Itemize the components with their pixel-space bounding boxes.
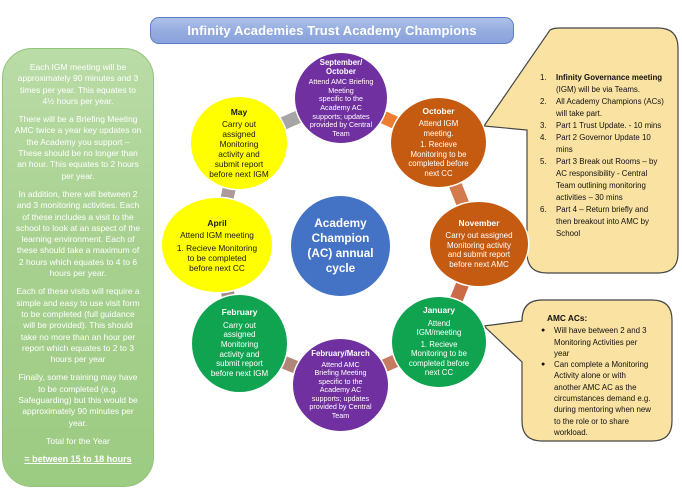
bullet-text: Will have between 2 and 3 Monitoring Act… [554, 326, 647, 358]
node-month: September/ October [319, 57, 363, 76]
node-month: May [230, 107, 248, 117]
cycle-node-september-october: September/ October Attend AMC Briefing M… [295, 53, 387, 143]
list-text: Part 1 Trust Update. - 10 mins [556, 121, 662, 130]
callout-list-item: 2. All Academy Champions (ACs) will take… [540, 96, 664, 120]
node-body: 1. Recieve Monitoring to be completed be… [408, 140, 469, 178]
panel-total-label: Total for the Year [46, 435, 110, 446]
list-number: 6. [540, 205, 547, 214]
node-body: Attend IGM/meeting [416, 318, 462, 338]
node-month: February/March [311, 349, 370, 359]
bullet-icon: ● [541, 361, 546, 369]
panel-paragraph: In addition, there will between 2 and 3 … [15, 188, 141, 279]
list-number: 2. [540, 97, 547, 106]
callout-heading: AMC ACs: [547, 313, 588, 323]
callout-bullet-item: ● Will have between 2 and 3 Monitoring A… [536, 325, 660, 359]
panel-total-value: = between 15 to 18 hours [24, 454, 132, 465]
node-month: April [207, 217, 227, 228]
panel-paragraph: Each IGM meeting will be approximately 9… [17, 62, 139, 106]
list-number: 3. [540, 121, 547, 130]
panel-paragraph: Finally, some training may have to be co… [18, 372, 138, 428]
title-text: Infinity Academies Trust Academy Champio… [187, 23, 477, 38]
cycle-node-october: October Attend IGM meeting. 1. Recieve M… [391, 98, 486, 187]
callout-bullet-item: ● Can complete a Monitoring Activity alo… [536, 359, 660, 438]
cycle-center-node: Academy Champion (AC) annual cycle [291, 196, 390, 296]
panel-paragraph: Each of these visits will require a simp… [16, 286, 140, 365]
callout-amc-acs: AMC ACs: ● Will have between 2 and 3 Mon… [536, 313, 660, 438]
panel-paragraph: There will be a Briefing Meeting AMC twi… [14, 114, 142, 181]
bullet-text: Can complete a Monitoring Activity alone… [554, 360, 651, 437]
bullet-icon: ● [541, 327, 546, 335]
callout-list-item: 4. Part 2 Governor Update 10 mins [540, 132, 664, 156]
title-banner: Infinity Academies Trust Academy Champio… [150, 17, 514, 44]
node-body: Carry out assigned Monitoring activity a… [445, 230, 513, 269]
cycle-node-may: May Carry out assigned Monitoring activi… [191, 97, 287, 189]
node-body: Carry out assigned Monitoring activity a… [209, 119, 269, 179]
node-month: February [221, 307, 258, 318]
cycle-center-label: Academy Champion (AC) annual cycle [307, 216, 374, 275]
list-text: Part 2 Governor Update 10 mins [556, 133, 651, 154]
left-info-panel: Each IGM meeting will be approximately 9… [2, 48, 154, 487]
node-body: Attend AMC Briefing Meeting specific to … [308, 77, 374, 138]
node-body: Attend IGM meeting [180, 230, 254, 240]
callout-amc-bubble [482, 299, 673, 442]
node-body: 1. Recieve Monitoring to be completed be… [176, 242, 258, 273]
callout-igm-bubble [482, 27, 679, 274]
node-body: Attend IGM meeting. [418, 119, 459, 138]
list-number: 4. [540, 133, 547, 142]
node-month: January [422, 305, 456, 316]
cycle-node-february: February Carry out assigned Monitoring a… [192, 295, 287, 392]
node-body: 1. Recieve Monitoring to be completed be… [408, 339, 470, 378]
list-text: All Academy Champions (ACs) will take pa… [556, 97, 664, 118]
callout-list-item: 1. Infinity Governance meeting (IGM) wil… [540, 72, 664, 96]
list-number: 1. [540, 73, 547, 82]
list-number: 5. [540, 157, 547, 166]
callout-list-item: 6. Part 4 – Return briefly and then brea… [540, 204, 664, 240]
node-body: Attend AMC Briefing Meeting specific to … [309, 359, 372, 421]
callout-list-item: 3. Part 1 Trust Update. - 10 mins [540, 120, 664, 132]
cycle-node-november: November Carry out assigned Monitoring a… [430, 202, 528, 286]
cycle-node-january: January Attend IGM/meeting 1. Recieve Mo… [392, 297, 486, 387]
list-text: Part 4 – Return briefly and then breakou… [556, 205, 649, 238]
node-month: October [422, 105, 455, 116]
node-month: November [458, 217, 500, 228]
cycle-node-april: April Attend IGM meeting 1. Recieve Moni… [162, 198, 272, 292]
list-text: Infinity Governance meeting (IGM) will b… [556, 73, 663, 94]
node-body: Carry out assigned Monitoring activity a… [210, 320, 269, 379]
list-text: Part 3 Break out Rooms – by AC responsib… [556, 157, 658, 202]
cycle-node-february-march: February/March Attend AMC Briefing Meeti… [293, 339, 388, 431]
callout-list-item: 5. Part 3 Break out Rooms – by AC respon… [540, 156, 664, 204]
callout-igm-details: 1. Infinity Governance meeting (IGM) wil… [540, 72, 664, 240]
